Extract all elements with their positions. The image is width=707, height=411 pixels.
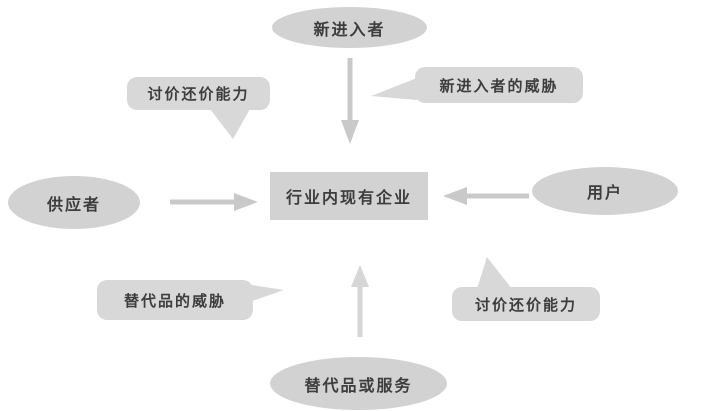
callout-threat-of-new-entrants: 新进入者的威胁 <box>415 67 583 103</box>
node-suppliers-label: 供应者 <box>46 196 101 214</box>
callout-bargaining-power-buyers-label: 讨价还价能力 <box>474 297 577 314</box>
node-buyers: 用户 <box>532 167 678 215</box>
node-new-entrants: 新进入者 <box>272 7 427 48</box>
node-industry-incumbents: 行业内现有企业 <box>270 172 428 220</box>
arrow-substitutes-to-incumbents <box>351 265 369 337</box>
node-new-entrants-label: 新进入者 <box>313 21 386 39</box>
arrow-buyers-to-incumbents <box>443 187 529 205</box>
node-substitutes: 替代品或服务 <box>270 357 447 410</box>
callout-bargaining-power-suppliers: 讨价还价能力 <box>127 77 270 110</box>
callout-threat-of-substitutes-label: 替代品的威胁 <box>123 293 226 310</box>
callout-tail-threat-of-substitutes <box>252 285 284 301</box>
arrow-new-entrants-to-incumbents <box>341 58 359 144</box>
node-industry-incumbents-label: 行业内现有企业 <box>285 190 412 207</box>
callout-bargaining-power-buyers: 讨价还价能力 <box>452 287 600 321</box>
callout-threat-of-new-entrants-label: 新进入者的威胁 <box>439 78 559 95</box>
node-substitutes-label: 替代品或服务 <box>304 377 413 395</box>
callout-tail-bargaining-power-buyers <box>477 257 512 289</box>
callout-threat-of-substitutes: 替代品的威胁 <box>97 280 253 320</box>
callout-bargaining-power-suppliers-label: 讨价还价能力 <box>147 87 250 103</box>
callout-tail-bargaining-power-suppliers <box>210 109 250 139</box>
node-buyers-label: 用户 <box>586 185 623 202</box>
arrow-suppliers-to-incumbents <box>170 193 258 211</box>
callout-tail-threat-of-new-entrants <box>371 78 417 100</box>
node-suppliers: 供应者 <box>8 176 140 229</box>
